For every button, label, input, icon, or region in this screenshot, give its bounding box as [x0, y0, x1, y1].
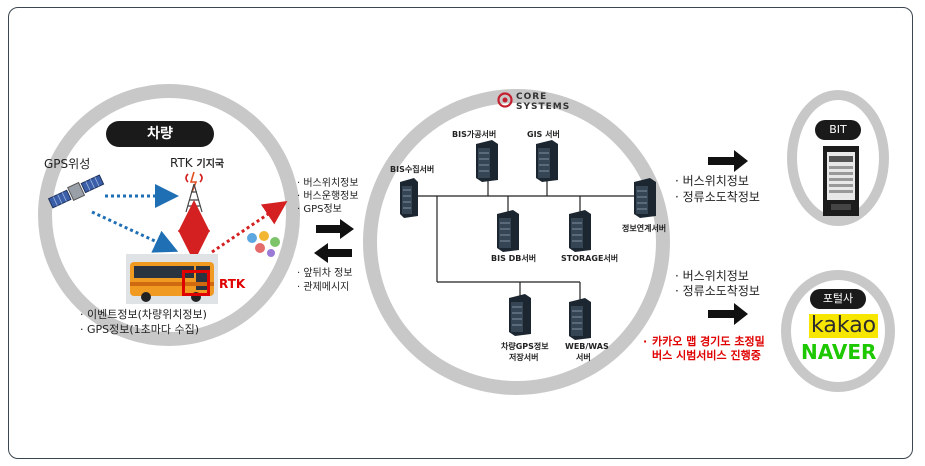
to-portal-bus-location: · 버스위치정보 — [675, 269, 749, 283]
app-icons-cluster — [247, 231, 280, 257]
downlink-neighbor-info: · 앞뒤차 정보 — [297, 268, 353, 279]
gps-store-server-label-line2: 저장서버 — [509, 353, 539, 362]
bis-db-server-icon — [497, 210, 519, 252]
service-note-line2: 버스 시범서비스 진행중 — [652, 349, 761, 362]
storage-server-icon — [569, 210, 591, 252]
bis-collect-server-icon — [400, 178, 418, 218]
service-note-line1: 카카오 맵 경기도 초정밀 — [652, 335, 765, 348]
uplink-gps-info: · GPS정보 — [297, 204, 342, 215]
uplink-bus-location: · 버스위치정보 — [297, 178, 359, 189]
info-link-server-label: 정보연계서버 — [622, 224, 667, 233]
to-bit-arrival-info: · 정류소도착정보 — [675, 190, 760, 204]
vehicle-note-event: · 이벤트정보(차량위치정보) — [80, 308, 207, 321]
uplink-arrow — [316, 219, 354, 239]
downlink-control-message: · 관제메시지 — [297, 282, 350, 293]
gps-store-server-icon — [509, 294, 531, 336]
storage-server-label: STORAGE서버 — [561, 254, 619, 263]
antenna-tower-icon — [185, 171, 203, 213]
gis-server-icon — [536, 140, 558, 182]
bis-db-server-label: BIS DB서버 — [491, 254, 537, 263]
to-bit-bus-location: · 버스위치정보 — [675, 174, 749, 188]
web-was-server-label-line1: WEB/WAS — [565, 342, 609, 351]
rtk-device-highlight — [182, 270, 210, 296]
gps-satellite-label: GPS위성 — [44, 157, 91, 171]
vehicle-title-pill: 차량 — [106, 121, 214, 147]
satellite-icon — [47, 174, 105, 209]
to-bit-arrow — [708, 150, 748, 172]
rtk-station-label: RTK 기지국 — [170, 156, 225, 170]
bus-to-center-link — [211, 200, 288, 254]
rtk-device-label: RTK — [219, 277, 246, 291]
to-portal-arrow — [708, 303, 748, 325]
to-portal-arrival-info: · 정류소도착정보 — [675, 284, 760, 298]
bus-image — [126, 254, 218, 304]
vehicle-note-gps: · GPS정보(1초마다 수집) — [80, 323, 200, 336]
bit-terminal-image — [823, 146, 859, 216]
uplink-bus-operation: · 버스운행정보 — [297, 191, 359, 202]
bit-title-pill: BIT — [815, 120, 861, 140]
bis-process-server-icon — [476, 140, 498, 182]
web-was-server-label-line2: 서버 — [576, 353, 591, 362]
core-systems-logo-line2: SYSTEMS — [516, 102, 571, 112]
downlink-arrow — [314, 243, 352, 263]
bis-collect-server-label: BIS수집서버 — [390, 165, 435, 174]
naver-logo: NAVER — [801, 340, 877, 364]
service-note-bullet: · — [643, 335, 648, 348]
core-systems-logo-line1: CORE — [516, 92, 548, 102]
bis-process-server-label: BIS가공서버 — [452, 130, 497, 139]
info-link-server-icon — [634, 178, 656, 218]
gps-to-bus-link — [91, 210, 179, 253]
web-was-server-icon — [569, 298, 591, 340]
core-systems-logo-icon — [497, 92, 513, 108]
gps-store-server-label-line1: 차량GPS정보 — [501, 342, 549, 351]
gis-server-label: GIS 서버 — [527, 130, 560, 139]
portal-title-pill: 포털사 — [810, 289, 866, 309]
kakao-logo: kakao — [809, 313, 879, 338]
